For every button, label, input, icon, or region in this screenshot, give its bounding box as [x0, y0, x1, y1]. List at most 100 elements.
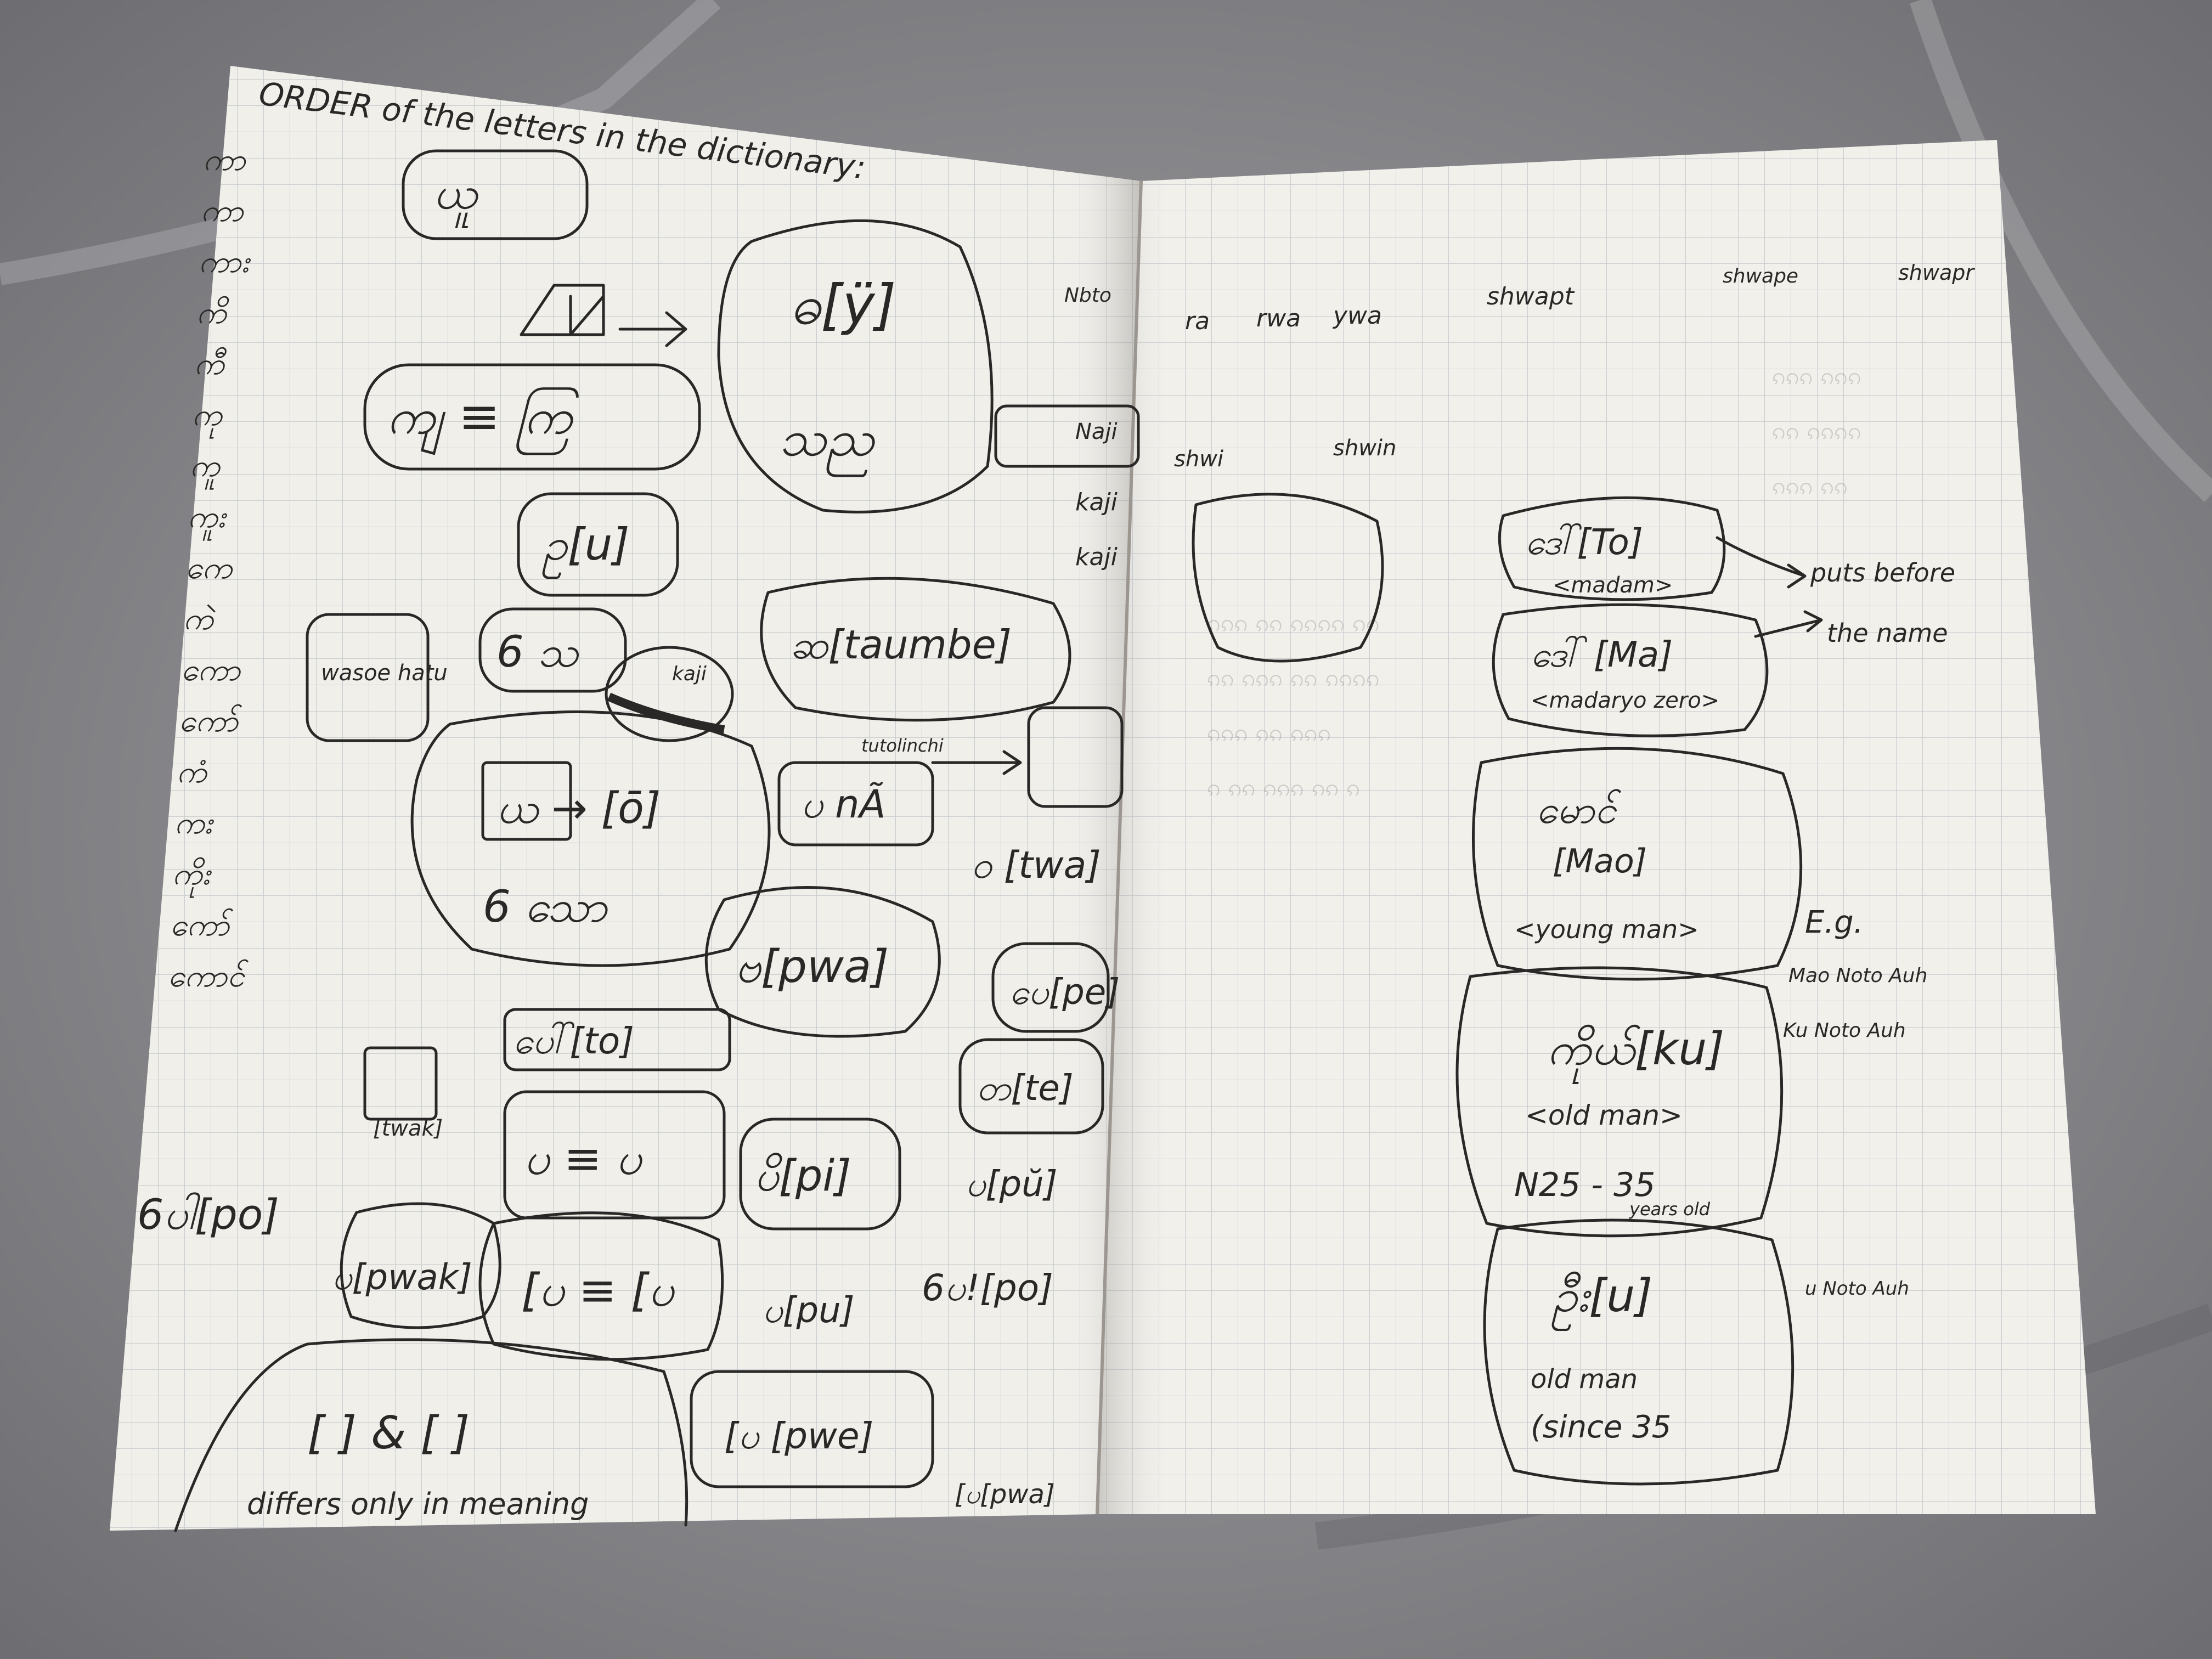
- box-pwe: [690, 1370, 934, 1488]
- word-ywa: ywa: [1332, 302, 1382, 330]
- box-kaji-right: [1027, 706, 1124, 808]
- note-puts-before: puts before: [1810, 558, 1955, 588]
- box-twak: [363, 1046, 438, 1121]
- box-yo-inner: [481, 761, 572, 841]
- word-shwi: shwi: [1174, 447, 1223, 472]
- card-to-glyph: ဒေါ်[To]: [1525, 522, 1643, 563]
- note-naji: Naji: [1075, 419, 1118, 444]
- left-boxes: ယူ ကျ ≡ ကြ ဥ[u] ဓ[ÿ] သည Nbto Naji kaji k…: [137, 149, 1140, 1532]
- column-letter: ကိ: [196, 295, 229, 331]
- card-ku: [1455, 966, 1784, 1238]
- card-u-sub: old man: [1531, 1364, 1638, 1395]
- svg-text:ၵၵၵ ၵၵ ၵၵၵၵ ၵၵ: ၵၵၵ ၵၵ ၵၵၵၵ ၵၵ: [1207, 609, 1380, 637]
- box-pu-short-text: ပ[pŭ]: [966, 1164, 1058, 1205]
- box-ya-blob: [717, 219, 994, 514]
- column-letter: ကး: [174, 805, 215, 841]
- sketch-square: [520, 284, 605, 336]
- box-pwa-text: ဗ[pwa]: [735, 941, 889, 993]
- box-to: [503, 1008, 731, 1071]
- column-letter: ကိုး: [172, 856, 212, 898]
- card-ma-sub: <madaryo zero>: [1531, 688, 1719, 713]
- column-letter: ကောင်: [168, 958, 249, 994]
- card-ma-glyph: ဒေါ် [Ma]: [1531, 635, 1673, 675]
- column-letter: ကူး: [188, 499, 228, 541]
- column-letter: ကော်: [170, 907, 233, 943]
- card-mao: [1471, 747, 1803, 981]
- example-u: u Noto Auh: [1805, 1278, 1909, 1300]
- box-6tha-text: 6 သ: [496, 628, 579, 677]
- card-u-note: (since 35: [1531, 1409, 1671, 1445]
- card-mao-sub: [Mao]: [1553, 842, 1647, 881]
- bleed-through-text: ၵၵၵ ၵၵ ၵၵၵၵ ၵၵ ၵၵ ၵၵၵ ၵၵ ၵၵၵၵ ၵၵၵ ၵၵ ၵၵၵ…: [1207, 362, 1861, 802]
- word-rwa: rwa: [1256, 304, 1301, 332]
- box-u-text: ဥ[u]: [542, 519, 630, 579]
- card-mao-glyph: မောင်: [1536, 787, 1622, 832]
- fabric-fold: [1910, 0, 2212, 502]
- column-letter: ကော: [181, 652, 241, 688]
- box-naji: [994, 404, 1140, 468]
- card-to-sub: <madam>: [1553, 573, 1673, 598]
- card-mao-note: <young man>: [1514, 915, 1699, 944]
- note-twak: [twak]: [373, 1116, 443, 1141]
- box-pana-text: ပ nÃ: [801, 782, 885, 827]
- box-yu: [402, 149, 589, 240]
- box-pwa: [704, 886, 941, 1038]
- card-ku-note: N25 - 35: [1514, 1166, 1655, 1204]
- box-brackets-text: [ ] & [ ]: [307, 1407, 470, 1459]
- box-pi-text: ပိ[pi]: [754, 1152, 851, 1201]
- note-kaji: kaji: [672, 663, 707, 685]
- box-pa-eq-text: ပ ≡ ပ: [524, 1133, 643, 1185]
- card-ku-glyph: ကိုယ်[ku]: [1547, 1023, 1724, 1085]
- column-letter: ကေ: [185, 550, 233, 586]
- box-yo-sub: 6 သော: [483, 881, 608, 932]
- box-pa-eq: [503, 1090, 726, 1220]
- arrow-the-name: [1754, 610, 1823, 638]
- column-letter: ကဲ: [183, 601, 216, 637]
- column-letter: ကံ: [177, 754, 208, 790]
- notebook-spine: [1096, 180, 1143, 1515]
- box-pwa2-text: [ပ[pwa]: [955, 1479, 1055, 1510]
- box-yo-blob: [410, 710, 771, 967]
- card-ma: [1492, 603, 1769, 737]
- note-tutolinchi: tutolinchi: [861, 735, 944, 756]
- card-to: [1498, 496, 1726, 601]
- card-ku-extra: years old: [1629, 1199, 1711, 1220]
- card-u: [1483, 1218, 1795, 1486]
- note-kaji-w: kaji: [1075, 543, 1118, 571]
- column-letter: ကား: [199, 244, 251, 280]
- note-the-name: the name: [1827, 618, 1948, 648]
- box-wasoe: [306, 613, 430, 742]
- box-taumbe: [760, 577, 1071, 722]
- box-differs: [174, 1338, 689, 1532]
- box-ya-text: ဓ[ÿ]: [790, 273, 896, 337]
- left-page: [110, 66, 1141, 1531]
- box-pi: [739, 1118, 901, 1231]
- note-eg: E.g.: [1805, 905, 1864, 940]
- word-shwapt: shwapt: [1487, 283, 1575, 311]
- box-check: [1192, 493, 1384, 663]
- arrow-tutolinchi: [931, 750, 1022, 775]
- column-letter: ကူ: [190, 448, 221, 490]
- box-pana: [777, 761, 934, 847]
- svg-text:ၵၵ ၵၵၵၵ: ၵၵ ၵၵၵၵ: [1772, 417, 1861, 445]
- column-letter: ကု: [192, 397, 223, 439]
- scribble: [607, 692, 725, 734]
- box-te-text: တ[te]: [977, 1068, 1074, 1109]
- right-page: [1097, 140, 2096, 1514]
- box-kya: [363, 363, 701, 471]
- word-shwin: shwin: [1333, 436, 1396, 461]
- circle-kaji: [605, 646, 734, 742]
- box-taumbe-text: ဆ[taumbe]: [790, 622, 1012, 668]
- svg-text:ၵၵၵ ၵၵၵ: ၵၵၵ ၵၵၵ: [1772, 362, 1861, 390]
- card-ku-sub: <old man>: [1525, 1099, 1683, 1131]
- box-po-left-text: 6ပါ[po]: [137, 1190, 279, 1239]
- note-nbto: Nbto: [1064, 284, 1111, 307]
- box-pe: [991, 942, 1110, 1033]
- box-pu-text: ပ[pu]: [763, 1290, 855, 1331]
- note-kaji-m: kaji: [1075, 488, 1118, 516]
- box-yu-text: ယူ: [433, 167, 479, 229]
- box-te: [958, 1038, 1104, 1135]
- column-letter: ကာ: [203, 142, 246, 178]
- box-pwe-text: [ပ [pwe]: [724, 1415, 873, 1457]
